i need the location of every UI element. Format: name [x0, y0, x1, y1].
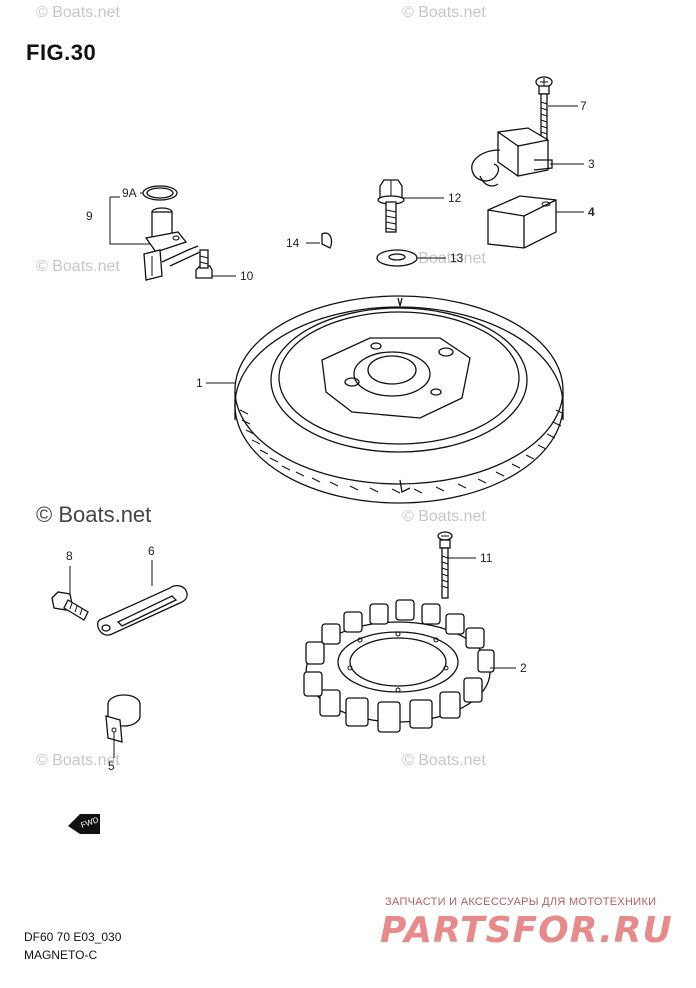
- fwd-arrow-icon: FWD: [68, 814, 100, 834]
- watermark: © Boats.net: [402, 508, 486, 525]
- watermark: © Boats.net: [36, 4, 120, 21]
- callout-1: 1: [196, 376, 203, 390]
- brand-subtitle: ЗАПЧАСТИ И АКСЕССУАРЫ ДЛЯ МОТОТЕХНИКИ: [385, 896, 657, 908]
- callout-9: 9: [86, 209, 93, 223]
- callout-4: 4: [588, 205, 595, 219]
- watermark: © Boats.net: [402, 752, 486, 769]
- part-12-bolt: [377, 179, 405, 233]
- part-1-flywheel: [234, 295, 564, 504]
- leader-lines: [69, 105, 584, 758]
- part-7-bolt: [51, 591, 89, 621]
- callout-9a: 9A: [122, 186, 137, 200]
- callout-3: 3: [588, 157, 595, 171]
- callout-8: 7: [580, 99, 587, 113]
- figure-name: MAGNETO-C: [24, 948, 98, 962]
- callout-7: 8: [66, 549, 73, 563]
- callout-10: 10: [240, 269, 254, 283]
- callout-2: 2: [520, 661, 527, 675]
- callout-13: 13: [450, 251, 464, 265]
- part-4-spacer: [487, 195, 557, 249]
- watermark: © Boats.net: [402, 4, 486, 21]
- part-6-strap: [97, 584, 188, 636]
- watermark: © Boats.net: [36, 752, 120, 769]
- part-13-washer: [376, 249, 418, 267]
- watermark: © Boats.net: [36, 258, 120, 275]
- brand-logo: PARTSFOR.RU: [380, 910, 673, 951]
- callout-6: 6: [148, 544, 155, 558]
- figure-code: DF60 70 E03_030: [24, 930, 122, 944]
- callout-12: 12: [448, 191, 462, 205]
- part-5-clamp: [105, 694, 141, 743]
- callout-11: 11: [480, 551, 493, 565]
- part-2-stator: [303, 599, 495, 733]
- part-9a-oring: [142, 185, 178, 201]
- part-8-screw: [535, 76, 553, 143]
- callout-5: 5: [108, 759, 115, 773]
- part-14-key: [321, 232, 333, 249]
- figure-title: FIG.30: [26, 40, 97, 65]
- part-10-bolt: [195, 249, 213, 279]
- part-11-screw: [437, 531, 453, 599]
- part-3-pulser-coil: [471, 127, 553, 187]
- part-9-sensor: [143, 207, 205, 281]
- callout-14: 14: [286, 236, 300, 250]
- watermark: © Boats.net: [36, 502, 152, 527]
